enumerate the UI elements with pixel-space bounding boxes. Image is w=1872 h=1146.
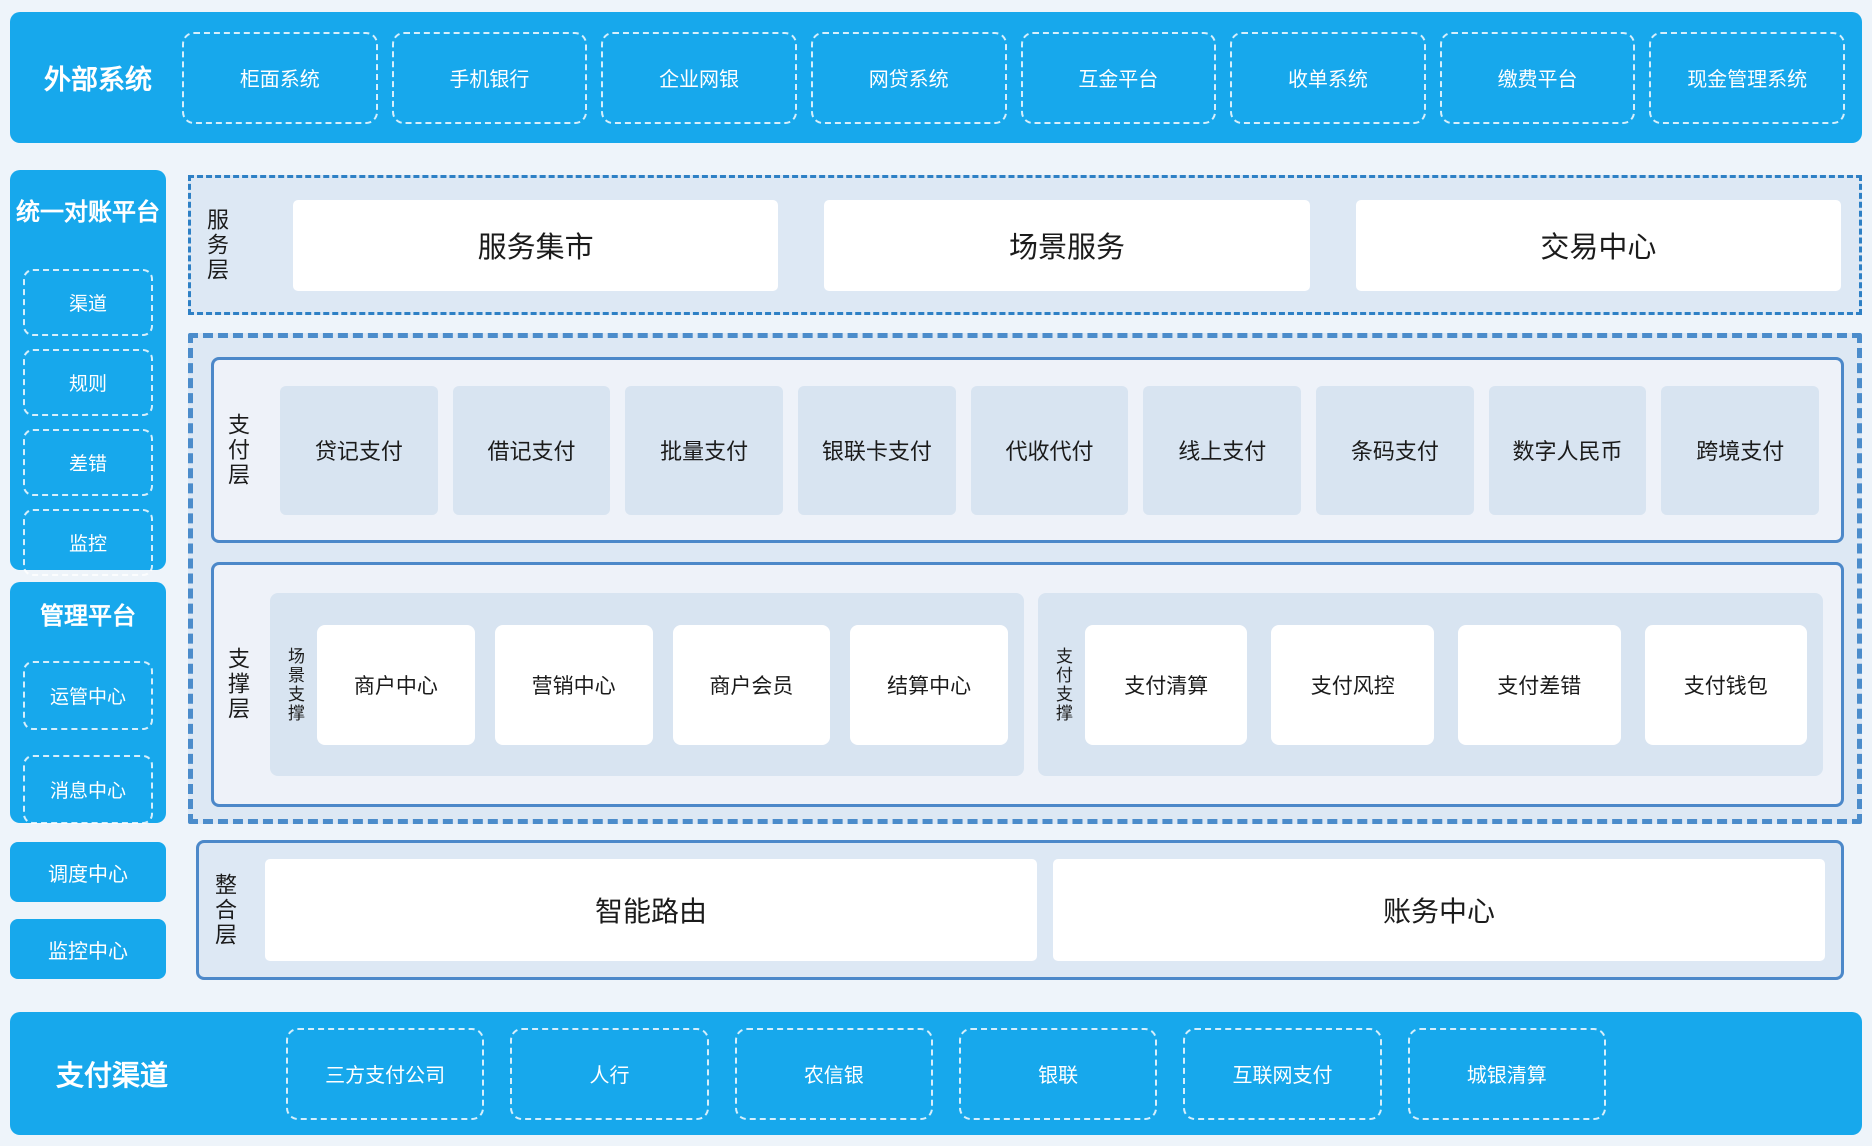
payment-support-panel: 支付支撑 支付清算 支付风控 支付差错 支付钱包 — [1038, 593, 1823, 776]
management-platform-panel: 管理平台 运管中心 消息中心 — [10, 582, 166, 823]
payment-channel-node: 农信银 — [735, 1028, 933, 1120]
external-system-node: 缴费平台 — [1440, 32, 1636, 124]
external-system-node: 现金管理系统 — [1649, 32, 1845, 124]
external-systems-bar: 外部系统 柜面系统 手机银行 企业网银 网贷系统 互金平台 收单系统 缴费平台 … — [10, 12, 1862, 143]
payment-channel-node: 互联网支付 — [1183, 1028, 1381, 1120]
payment-node: 数字人民币 — [1489, 386, 1647, 515]
payment-node: 批量支付 — [625, 386, 783, 515]
payment-node: 线上支付 — [1143, 386, 1301, 515]
integration-node: 智能路由 — [265, 859, 1037, 961]
reconciliation-node: 渠道 — [23, 269, 153, 336]
management-node: 消息中心 — [23, 755, 153, 824]
scene-support-panel: 场景支撑 商户中心 营销中心 商户会员 结算中心 — [270, 593, 1024, 776]
monitor-center-bar: 监控中心 — [10, 919, 166, 979]
payment-channels-items: 三方支付公司 人行 农信银 银联 互联网支付 城银清算 — [286, 1028, 1606, 1120]
payment-support-node: 支付差错 — [1458, 625, 1621, 745]
integration-layer-box: 整合层 智能路由 账务中心 — [196, 840, 1844, 980]
payment-channel-node: 城银清算 — [1408, 1028, 1606, 1120]
reconciliation-platform-panel: 统一对账平台 渠道 规则 差错 监控 — [10, 170, 166, 570]
scene-support-label: 场景支撑 — [286, 647, 303, 723]
payment-layer-box: 支付层 贷记支付 借记支付 批量支付 银联卡支付 代收代付 线上支付 条码支付 … — [211, 357, 1844, 543]
scene-support-node: 商户中心 — [317, 625, 475, 745]
external-systems-title: 外部系统 — [10, 58, 172, 97]
integration-layer-label: 整合层 — [213, 873, 235, 948]
payment-channel-node: 银联 — [959, 1028, 1157, 1120]
scene-support-node: 营销中心 — [495, 625, 653, 745]
external-system-node: 企业网银 — [601, 32, 797, 124]
payment-channels-bar: 支付渠道 三方支付公司 人行 农信银 银联 互联网支付 城银清算 — [10, 1012, 1862, 1135]
reconciliation-node: 差错 — [23, 429, 153, 496]
payment-node: 借记支付 — [453, 386, 611, 515]
payment-support-node: 支付风控 — [1271, 625, 1434, 745]
external-system-node: 柜面系统 — [182, 32, 378, 124]
payment-support-label: 支付支撑 — [1054, 647, 1071, 723]
support-layer-label: 支撑层 — [226, 647, 248, 722]
payment-layer-label: 支付层 — [226, 413, 248, 488]
service-layer-frame: 服务层 服务集市 场景服务 交易中心 — [188, 175, 1862, 315]
payment-platform-container: 支付层 贷记支付 借记支付 批量支付 银联卡支付 代收代付 线上支付 条码支付 … — [188, 333, 1862, 824]
payment-node: 银联卡支付 — [798, 386, 956, 515]
payment-channel-node: 人行 — [510, 1028, 708, 1120]
reconciliation-node: 规则 — [23, 349, 153, 416]
payment-node: 条码支付 — [1316, 386, 1474, 515]
service-node: 服务集市 — [293, 200, 778, 291]
payment-channels-title: 支付渠道 — [10, 1054, 246, 1094]
service-layer-label: 服务层 — [205, 208, 227, 283]
external-systems-items: 柜面系统 手机银行 企业网银 网贷系统 互金平台 收单系统 缴费平台 现金管理系… — [172, 32, 1862, 124]
external-system-node: 手机银行 — [392, 32, 588, 124]
service-node: 交易中心 — [1356, 200, 1841, 291]
payment-support-node: 支付钱包 — [1645, 625, 1808, 745]
service-node: 场景服务 — [824, 200, 1309, 291]
support-layer-box: 支撑层 场景支撑 商户中心 营销中心 商户会员 结算中心 支付支撑 支付清算 支… — [211, 562, 1844, 807]
scene-support-node: 结算中心 — [850, 625, 1008, 745]
integration-node: 账务中心 — [1053, 859, 1825, 961]
management-node: 运管中心 — [23, 661, 153, 730]
reconciliation-platform-title: 统一对账平台 — [10, 170, 166, 227]
payment-node: 贷记支付 — [280, 386, 438, 515]
external-system-node: 收单系统 — [1230, 32, 1426, 124]
payment-channel-node: 三方支付公司 — [286, 1028, 484, 1120]
scene-support-node: 商户会员 — [673, 625, 831, 745]
external-system-node: 互金平台 — [1021, 32, 1217, 124]
payment-node: 跨境支付 — [1661, 386, 1819, 515]
external-system-node: 网贷系统 — [811, 32, 1007, 124]
dispatch-center-bar: 调度中心 — [10, 842, 166, 902]
payment-support-node: 支付清算 — [1085, 625, 1248, 745]
payment-node: 代收代付 — [971, 386, 1129, 515]
management-platform-title: 管理平台 — [10, 582, 166, 631]
reconciliation-node: 监控 — [23, 509, 153, 576]
